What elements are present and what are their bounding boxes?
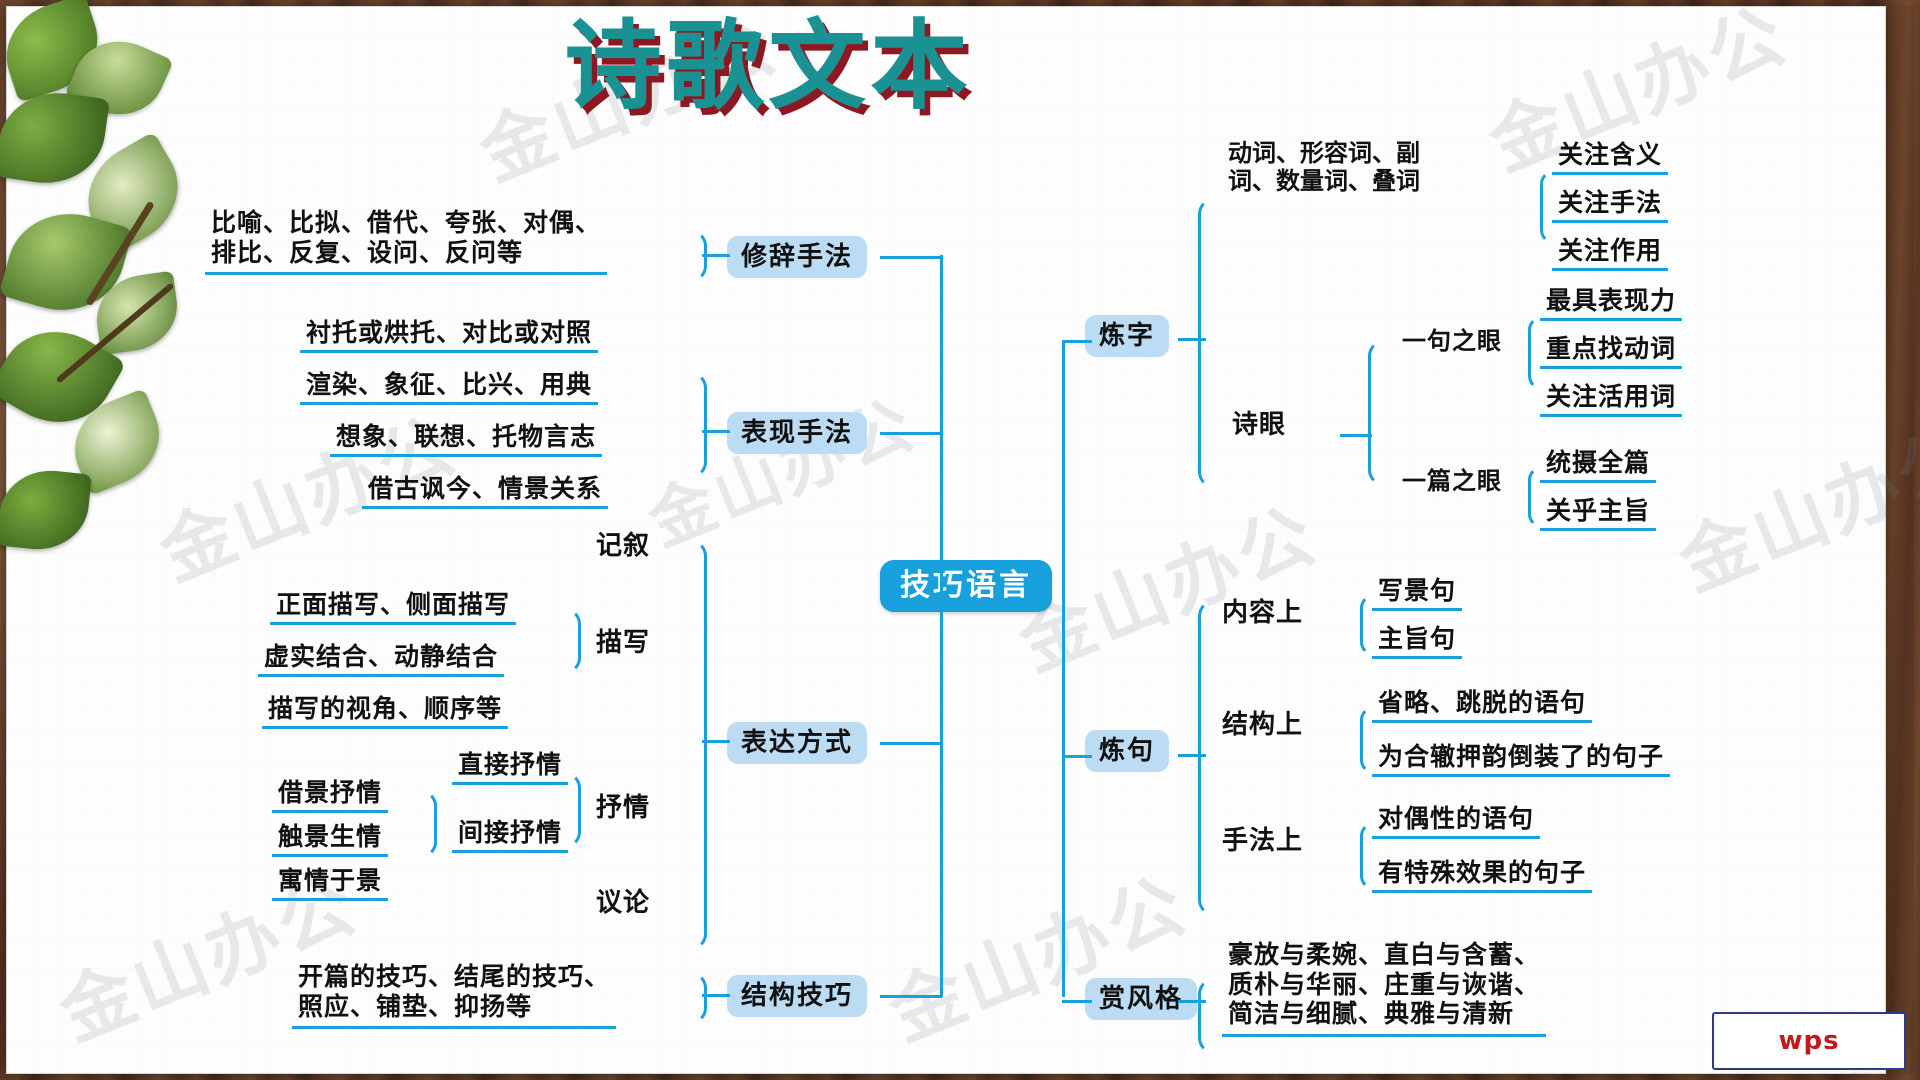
leaf-structure-items: 开篇的技巧、结尾的技巧、 照应、铺垫、抑扬等 [292,962,617,1029]
leaf-relates-theme: 关乎主旨 [1540,498,1657,531]
leaf-expression-2: 渲染、象征、比兴、用典 [300,372,599,405]
connector [702,254,730,257]
leaf-parallel-line: 对偶性的语句 [1372,806,1541,839]
leaf-expression-3: 想象、联想、托物言志 [330,424,603,457]
connector [702,994,730,997]
bracket [1198,978,1225,1054]
branch-label-structure-technique[interactable]: 结构技巧 [727,975,868,1017]
page-title: 诗歌文本 [565,10,973,122]
connector [1062,340,1092,343]
connector [1178,338,1206,341]
connector [1340,434,1372,437]
leaf-rhetoric-items: 比喻、比拟、借代、夸张、对偶、 排比、反复、设问、反问等 [205,208,608,275]
connector [940,255,943,600]
bracket [680,372,707,478]
bracket [680,972,707,1024]
leaf-group-bracket [1360,822,1385,890]
branch-label-rhetoric[interactable]: 修辞手法 [727,236,868,278]
branch-label-expression-technique[interactable]: 表现手法 [727,412,868,454]
connector [1062,340,1065,600]
leaf-group-bracket [1360,706,1385,774]
leaf-indirect-lyric: 间接抒情 [452,820,569,853]
sub-label-argument: 议论 [596,888,651,917]
wps-logo-text: wps [1778,1026,1840,1056]
leaf-find-verb: 重点找动词 [1540,336,1683,369]
sub-label-line-eye: 一句之眼 [1402,329,1502,355]
leaf-group-bracket [1540,170,1565,244]
paper-sheet [6,6,1886,1074]
leaf-focus-effect: 关注作用 [1552,238,1669,271]
leaf-lyric-2: 触景生情 [272,824,389,857]
leaf-group-bracket [1528,466,1553,528]
connector [1178,754,1206,757]
branch-label-sentence-refining[interactable]: 炼句 [1085,730,1170,772]
leaf-flexible-word: 关注活用词 [1540,384,1683,417]
branch-label-word-refining[interactable]: 炼字 [1085,315,1170,357]
bracket [556,608,581,674]
leaf-group-bracket [1528,316,1553,390]
leaf-inversion: 为合辙押韵倒装了的句子 [1372,744,1671,777]
leaf-group-bracket [1360,594,1385,656]
connector [940,597,943,997]
leaf-description-1: 正面描写、侧面描写 [270,592,517,625]
leaf-direct-lyric: 直接抒情 [452,752,569,785]
sub-label-description: 描写 [596,628,651,657]
leaf-most-expressive: 最具表现力 [1540,288,1683,321]
leaf-word-classes: 动词、形容词、副 词、数量词、叠词 [1228,139,1420,196]
connector [1062,1000,1092,1003]
sub-label-technique: 手法上 [1222,826,1304,855]
branch-label-style-appreciation[interactable]: 赏风格 [1085,978,1198,1020]
connector [702,740,730,743]
connector [880,995,942,998]
leaf-special-effect: 有特殊效果的句子 [1372,860,1593,893]
bracket [1368,340,1395,486]
leaf-style-items: 豪放与柔婉、直白与含蓄、 质朴与华丽、庄重与诙谐、 简洁与细腻、典雅与清新 [1222,940,1547,1037]
page-edge-shadow [1892,6,1914,1074]
leaf-expression-4: 借古讽今、情景关系 [362,476,609,509]
sub-label-poem-eye: 诗眼 [1232,410,1287,439]
leaf-description-3: 描写的视角、顺序等 [262,696,509,729]
wps-logo: wps [1712,1012,1906,1070]
connector [880,256,942,259]
connector [1062,597,1065,997]
leaf-scene-line: 写景句 [1372,578,1463,611]
branch-label-expression-mode[interactable]: 表达方式 [727,722,868,764]
sub-label-lyric: 抒情 [596,793,651,822]
leaf-govern-whole: 统摄全篇 [1540,450,1657,483]
bracket [412,790,437,858]
leaf-focus-technique: 关注手法 [1552,190,1669,223]
leaf-lyric-3: 寓情于景 [272,868,389,901]
bracket [1198,198,1225,488]
bracket [680,540,707,950]
leaf-theme-line: 主旨句 [1372,626,1463,659]
sub-label-content: 内容上 [1222,598,1304,627]
leaf-lyric-1: 借景抒情 [272,780,389,813]
sub-label-poem-eye-whole: 一篇之眼 [1402,469,1502,495]
connector [880,432,942,435]
connector [702,430,730,433]
connector [1178,1000,1206,1003]
center-node[interactable]: 技巧语言 [880,560,1052,612]
connector [1062,755,1092,758]
leaf-ellipsis: 省略、跳脱的语句 [1372,690,1593,723]
connector [880,742,942,745]
leaf-expression-1: 衬托或烘托、对比或对照 [300,320,599,353]
bracket [1198,600,1225,916]
leaf-focus-meaning: 关注含义 [1552,142,1669,175]
sub-label-narration: 记叙 [596,531,651,560]
bracket [556,772,581,848]
sub-label-structure: 结构上 [1222,710,1304,739]
leaf-description-2: 虚实结合、动静结合 [258,644,505,677]
